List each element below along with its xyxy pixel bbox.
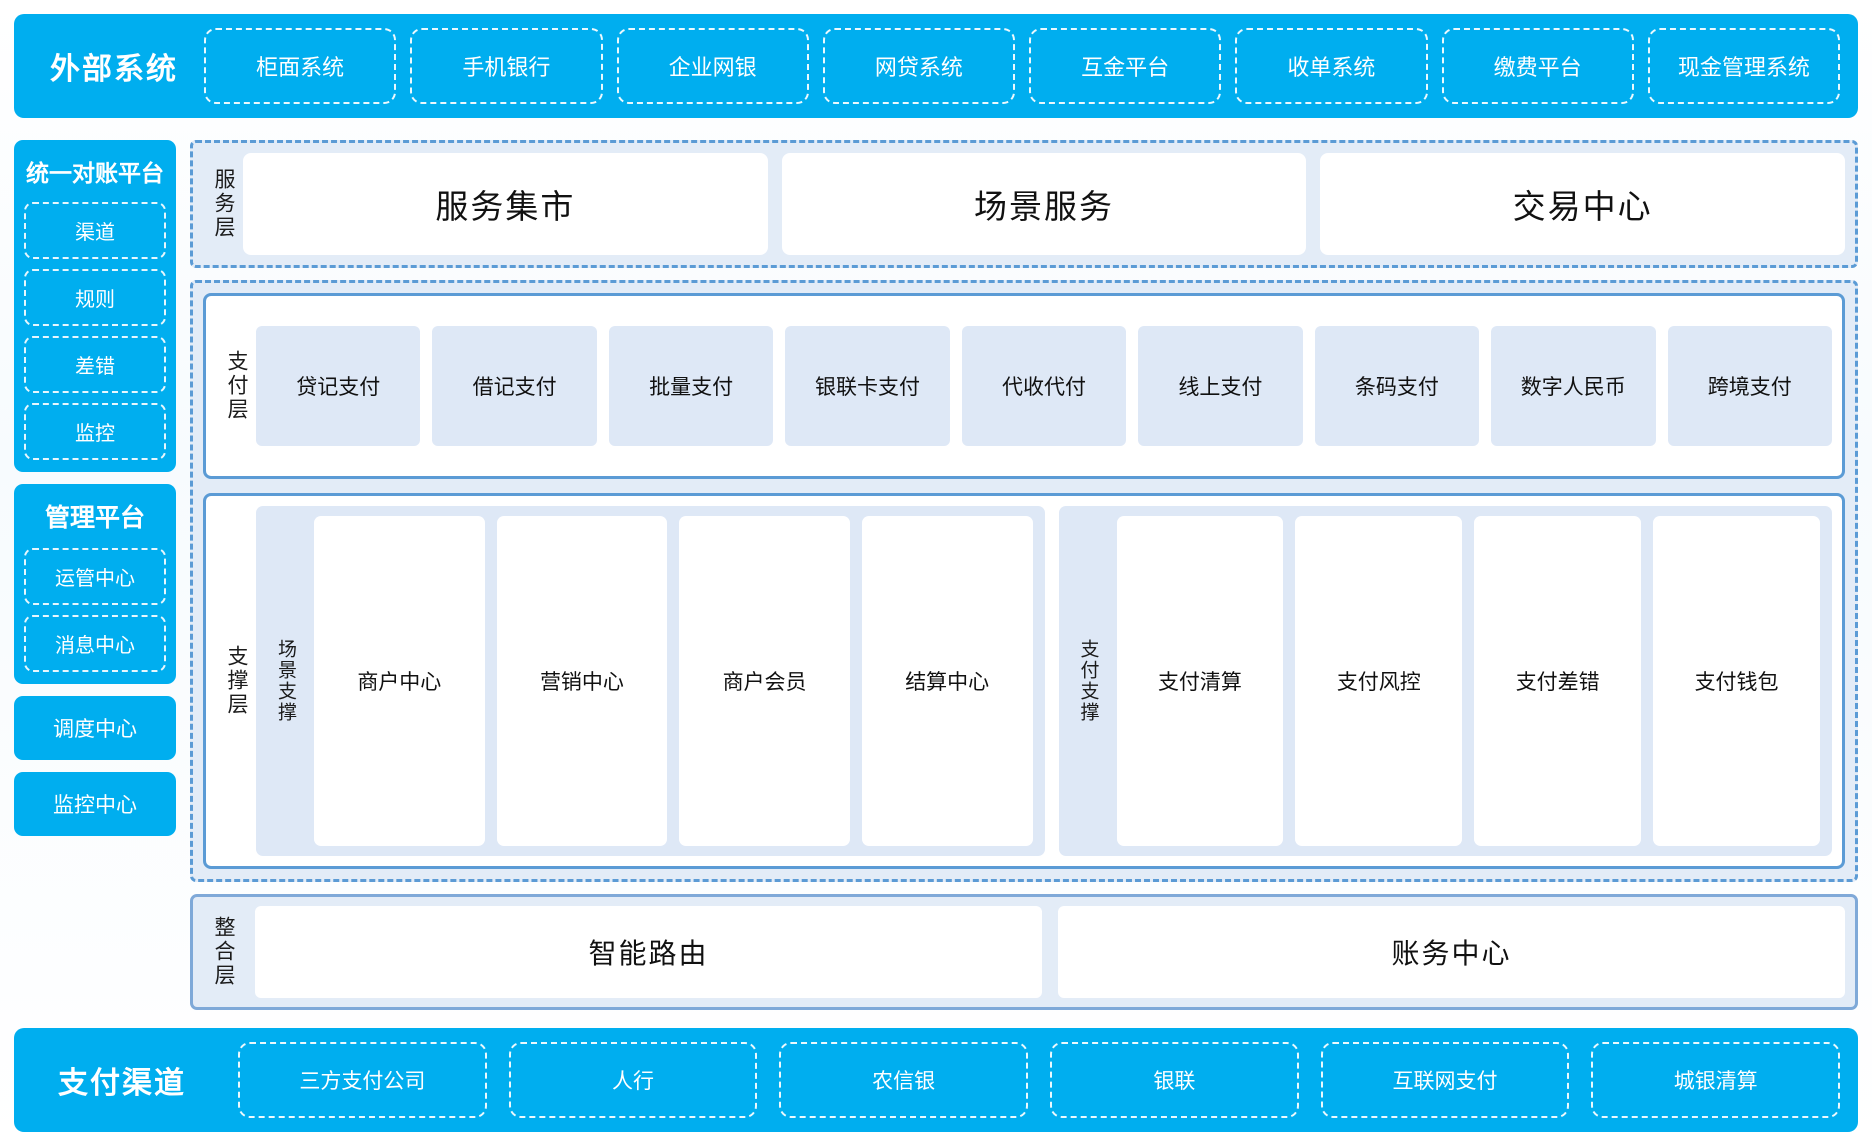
payment-support-item-wallet[interactable]: 支付钱包 [1653, 516, 1820, 846]
service-item-transaction-center[interactable]: 交易中心 [1320, 153, 1846, 255]
payment-channel-item[interactable]: 三方支付公司 [238, 1042, 487, 1118]
external-system-item[interactable]: 互金平台 [1029, 28, 1222, 104]
scene-item-settlement-center[interactable]: 结算中心 [861, 516, 1033, 846]
payment-channel-item[interactable]: 城银清算 [1591, 1042, 1841, 1118]
external-systems-bar: 外部系统 柜面系统 手机银行 企业网银 网贷系统 互金平台 收单系统 缴费平台 … [14, 14, 1858, 118]
integration-layer-panel: 整合层 智能路由 账务中心 [190, 894, 1858, 1010]
reconciliation-item-rule[interactable]: 规则 [24, 269, 166, 326]
payment-channel-list: 三方支付公司 人行 农信银 银联 互联网支付 城银清算 [212, 1042, 1841, 1118]
reconciliation-item-error[interactable]: 差错 [24, 336, 166, 393]
payment-item-credit[interactable]: 贷记支付 [256, 326, 421, 446]
scene-item-marketing-center[interactable]: 营销中心 [496, 516, 668, 846]
reconciliation-platform-card: 统一对账平台 渠道 规则 差错 监控 [14, 140, 176, 472]
payment-item-unionpay-card[interactable]: 银联卡支付 [785, 326, 950, 446]
external-systems-title: 外部系统 [50, 53, 178, 86]
middle-region: 统一对账平台 渠道 规则 差错 监控 管理平台 运管中心 消息中心 调度中心 监… [14, 140, 1858, 1010]
support-layer-panel: 支撑层 场景支撑 商户中心 营销中心 商户会员 结算中心 支付支撑 支付清算 [203, 493, 1845, 869]
support-layer-label: 支撑层 [225, 645, 249, 717]
payment-item-cross-border[interactable]: 跨境支付 [1667, 326, 1832, 446]
service-item-marketplace[interactable]: 服务集市 [243, 153, 768, 255]
external-system-item[interactable]: 现金管理系统 [1647, 28, 1840, 104]
reconciliation-item-monitor[interactable]: 监控 [24, 403, 166, 460]
payment-item-debit[interactable]: 借记支付 [432, 326, 597, 446]
management-platform-title: 管理平台 [44, 504, 145, 532]
integration-layer-items: 智能路由 账务中心 [255, 906, 1845, 998]
service-item-scenario[interactable]: 场景服务 [781, 153, 1307, 255]
service-layer-label: 服务层 [212, 168, 236, 240]
management-item-operations-center[interactable]: 运管中心 [24, 548, 166, 605]
external-system-item[interactable]: 柜面系统 [204, 28, 397, 104]
scene-item-merchant-center[interactable]: 商户中心 [314, 516, 485, 846]
scene-support-label: 场景支撑 [274, 639, 296, 723]
payment-channel-bar: 支付渠道 三方支付公司 人行 农信银 银联 互联网支付 城银清算 [14, 1028, 1858, 1132]
layers-stack: 服务层 服务集市 场景服务 交易中心 支付层 贷记支付 借记支付 批量支付 银联… [190, 140, 1858, 1010]
external-system-item[interactable]: 网贷系统 [822, 28, 1015, 104]
management-item-message-center[interactable]: 消息中心 [24, 615, 166, 672]
payment-layer-panel: 支付层 贷记支付 借记支付 批量支付 银联卡支付 代收代付 线上支付 条码支付 … [203, 293, 1845, 479]
external-system-item[interactable]: 企业网银 [616, 28, 809, 104]
support-layer-groups: 场景支撑 商户中心 营销中心 商户会员 结算中心 支付支撑 支付清算 支付风控 … [256, 506, 1832, 856]
left-rail: 统一对账平台 渠道 规则 差错 监控 管理平台 运管中心 消息中心 调度中心 监… [14, 140, 176, 1010]
service-layer-group: 服务层 服务集市 场景服务 交易中心 [190, 140, 1858, 268]
service-layer-items: 服务集市 场景服务 交易中心 [243, 153, 1846, 255]
external-system-item[interactable]: 缴费平台 [1441, 28, 1634, 104]
payment-support-item-error[interactable]: 支付差错 [1474, 516, 1642, 846]
scene-item-merchant-member[interactable]: 商户会员 [679, 516, 850, 846]
payment-layer-items: 贷记支付 借记支付 批量支付 银联卡支付 代收代付 线上支付 条码支付 数字人民… [256, 306, 1832, 466]
management-platform-card: 管理平台 运管中心 消息中心 [14, 484, 176, 684]
payment-item-online[interactable]: 线上支付 [1138, 326, 1303, 446]
payment-layer-label: 支付层 [225, 350, 249, 422]
scene-support-group: 场景支撑 商户中心 营销中心 商户会员 结算中心 [256, 506, 1045, 856]
external-systems-list: 柜面系统 手机银行 企业网银 网贷系统 互金平台 收单系统 缴费平台 现金管理系… [204, 28, 1840, 104]
payment-support-item-clearing[interactable]: 支付清算 [1116, 516, 1284, 846]
reconciliation-item-channel[interactable]: 渠道 [24, 202, 166, 259]
payment-channel-item[interactable]: 互联网支付 [1320, 1042, 1570, 1118]
payment-item-digital-rmb[interactable]: 数字人民币 [1491, 326, 1656, 446]
payment-support-group: 支付支撑 支付清算 支付风控 支付差错 支付钱包 [1058, 506, 1832, 856]
external-system-item[interactable]: 收单系统 [1235, 28, 1428, 104]
payment-channel-item[interactable]: 银联 [1050, 1042, 1299, 1118]
payment-support-label: 支付支撑 [1077, 639, 1099, 723]
payment-channel-item[interactable]: 农信银 [779, 1042, 1029, 1118]
payment-channel-item[interactable]: 人行 [508, 1042, 758, 1118]
payment-channel-title: 支付渠道 [58, 1067, 186, 1100]
integration-item-smart-routing[interactable]: 智能路由 [255, 906, 1042, 998]
payment-item-collection-payment[interactable]: 代收代付 [961, 326, 1127, 446]
monitoring-center-card[interactable]: 监控中心 [14, 772, 176, 836]
integration-layer-label: 整合层 [212, 916, 236, 988]
integration-item-accounting-center[interactable]: 账务中心 [1058, 906, 1845, 998]
payment-item-batch[interactable]: 批量支付 [608, 326, 774, 446]
payment-support-item-risk-control[interactable]: 支付风控 [1295, 516, 1463, 846]
scheduling-center-card[interactable]: 调度中心 [14, 696, 176, 760]
core-layers-group: 支付层 贷记支付 借记支付 批量支付 银联卡支付 代收代付 线上支付 条码支付 … [190, 280, 1858, 882]
payment-item-barcode[interactable]: 条码支付 [1314, 326, 1480, 446]
external-system-item[interactable]: 手机银行 [410, 28, 603, 104]
reconciliation-platform-title: 统一对账平台 [26, 160, 164, 186]
